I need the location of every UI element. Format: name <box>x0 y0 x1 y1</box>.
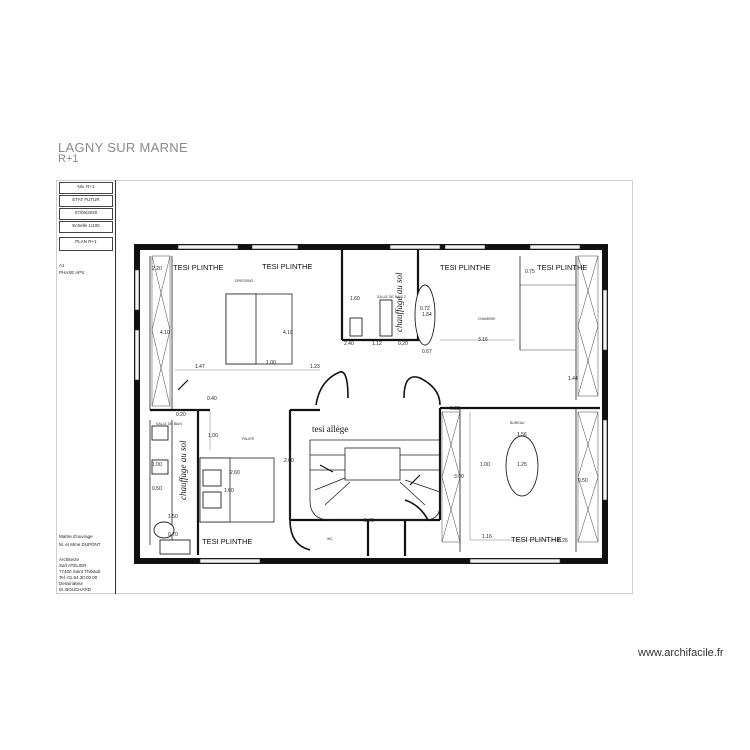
dim-label: 0.40 <box>364 518 374 524</box>
underfloor-heating-label: chauffage au sol <box>178 440 188 500</box>
stair-arrows <box>177 379 421 486</box>
dim-label: 1.00 <box>480 462 490 468</box>
underfloor-heating-label: chauffage au sol <box>394 272 404 332</box>
dim-label: 0.50 <box>578 478 588 484</box>
dim-label: 1.47 <box>195 364 205 370</box>
dim-label: 0.40 <box>207 396 217 402</box>
dim-label: 2.40 <box>344 341 354 347</box>
title-block: Niv. R+1 ETAT FUTUR 07/06/2020 Echelle 1… <box>56 180 116 594</box>
plinth-label: TESI PLINTHE <box>440 263 490 272</box>
plinth-label: TESI PLINTHE <box>262 262 312 271</box>
phase-index: A1 <box>59 263 65 268</box>
dim-label: 4.10 <box>283 330 293 336</box>
beds <box>199 293 293 523</box>
dim-label: 1.50 <box>168 514 178 520</box>
dim-label: 1.44 <box>568 376 578 382</box>
windows <box>134 244 608 564</box>
dim-label: 3.00 <box>454 474 464 480</box>
dim-label: 1.60 <box>350 296 360 302</box>
dim-label: 1.25 <box>517 462 527 468</box>
room-label: CHAMBRE <box>478 317 496 321</box>
plan-label: PLAN R+1 <box>59 237 113 251</box>
dim-label: 0.72 <box>420 306 430 312</box>
dim-label: 1.84 <box>422 312 432 318</box>
fixtures-ovals <box>151 284 539 555</box>
drafter-label: Dessinateur <box>59 581 84 586</box>
dim-label: 2.00 <box>284 458 294 464</box>
room-label: PALIER <box>242 437 255 441</box>
dim-label: 1.60 <box>224 488 234 494</box>
phase-label: PHASE APS <box>59 270 85 275</box>
drafter-name: M. BOUCHARD <box>59 587 92 592</box>
architect-name: Sarl ATELIER <box>59 563 87 568</box>
dim-label: 1.00 <box>266 360 276 366</box>
dim-label: 0.70 <box>168 532 178 538</box>
room-label: BUREAU <box>510 421 525 425</box>
allege-label: tesi allège <box>312 424 348 434</box>
dimension-labels: 4.10 1.47 1.00 1.23 4.10 2.40 1.12 0.20 … <box>152 266 588 544</box>
drawing-subtitle: R+1 <box>58 153 79 165</box>
room-labels: DRESSING CHAMBRE BUREAU PALIER SALLE DE … <box>156 279 525 541</box>
dim-label: 0.26 <box>558 538 568 544</box>
plinth-label: TESI PLINTHE <box>511 535 561 544</box>
dim-label: 1.12 <box>372 341 382 347</box>
plinth-labels: TESI PLINTHE TESI PLINTHE TESI PLINTHE T… <box>173 262 587 546</box>
dim-label: 2.60 <box>230 470 240 476</box>
wardrobe-hatching <box>151 255 599 543</box>
landing-curves <box>289 371 441 551</box>
owner-label: Maître d'ouvrage <box>59 534 93 539</box>
dim-label: 1.00 <box>208 433 218 439</box>
room-label: SALLE DE BAIN 2 <box>377 295 406 299</box>
owner-name: M. et Mme DUPONT <box>59 542 101 547</box>
outer-walls <box>134 244 608 564</box>
plinth-label: TESI PLINTHE <box>202 537 252 546</box>
title-block-field: Niv. R+1 <box>59 182 113 194</box>
dim-label: 0.50 <box>152 486 162 492</box>
dim-label: 1.00 <box>152 462 162 468</box>
plinth-label: TESI PLINTHE <box>173 263 223 272</box>
dim-label: 1.16 <box>482 534 492 540</box>
watermark: www.archifacile.fr <box>638 647 724 659</box>
dim-label: 0.33 <box>450 406 460 412</box>
architect-address: 77400 Saint Thibault <box>59 569 101 574</box>
title-block-field: ETAT FUTUR <box>59 195 113 207</box>
dim-label: 0.75 <box>525 269 535 275</box>
dim-label: 3.16 <box>478 337 488 343</box>
dim-label: 0.67 <box>422 349 432 355</box>
plinth-label: TESI PLINTHE <box>537 263 587 272</box>
room-label: DRESSING <box>235 279 254 283</box>
dim-label: 1.23 <box>310 364 320 370</box>
room-label: SALLE DE BAIN <box>156 422 182 426</box>
room-label: WC <box>327 537 333 541</box>
dim-label: 2.20 <box>152 266 162 272</box>
architect-phone: Tel. 01.64.30.00.00 <box>59 575 98 580</box>
title-block-field: 07/06/2020 <box>59 208 113 220</box>
dim-label: 0.20 <box>176 412 186 418</box>
dim-label: 0.20 <box>398 341 408 347</box>
dim-label: 1.56 <box>517 432 527 438</box>
title-block-field: Echelle 1/100 <box>59 221 113 233</box>
architect-label: Architecte <box>59 557 80 562</box>
dimension-lines <box>175 339 560 541</box>
dim-label: 4.10 <box>160 330 170 336</box>
drawing-sheet <box>56 180 633 594</box>
staircase <box>309 439 441 521</box>
drawing-title: LAGNY SUR MARNE <box>58 140 188 155</box>
